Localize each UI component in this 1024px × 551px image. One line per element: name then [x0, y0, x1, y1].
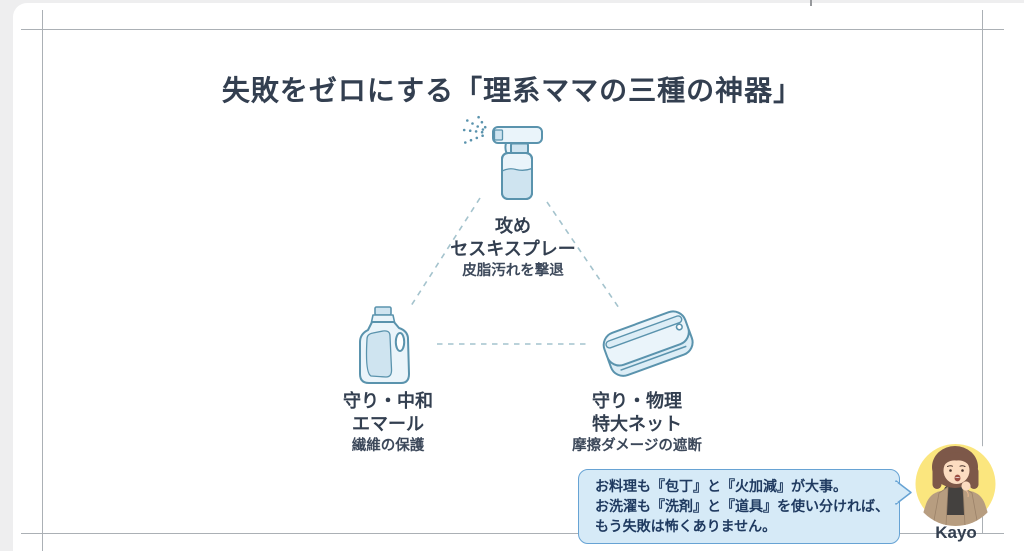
persona-name: Kayo — [935, 523, 977, 542]
spray-label-group: 攻め セスキスプレー 皮脂汚れを撃退 — [450, 215, 575, 282]
speech-line: お料理も『包丁』と『火加減』が大事。 — [595, 478, 847, 494]
persona-avatar — [911, 437, 1000, 526]
frame-border-right — [982, 10, 983, 533]
speech-line: もう失敗は怖くありません。 — [595, 518, 777, 534]
cursor-artifact — [810, 0, 812, 6]
speech-line: お洗濯も『洗剤』と『道具』を使い分ければ、 — [595, 498, 889, 514]
detergent-bottle-icon — [359, 306, 410, 384]
net-desc: 摩擦ダメージの遮断 — [572, 438, 702, 454]
spray-name: セスキスプレー — [450, 239, 576, 259]
detergent-label-group: 守り・中和 エマール 繊維の保護 — [343, 390, 433, 457]
spray-desc: 皮脂汚れを撃退 — [462, 263, 564, 279]
page-title: 失敗をゼロにする「理系ママの三種の神器」 — [221, 74, 803, 106]
speech-bubble-tail — [895, 480, 912, 505]
spray-bottle-icon — [462, 115, 543, 200]
net-role: 守り・物理 — [592, 391, 682, 411]
frame-border-bottom — [21, 533, 1004, 534]
page-background — [13, 3, 1024, 551]
laundry-net-icon — [602, 310, 694, 377]
frame-border-left — [42, 10, 43, 551]
detergent-name: エマール — [352, 414, 424, 434]
net-name: 特大ネット — [592, 414, 682, 434]
net-label-group: 守り・物理 特大ネット 摩擦ダメージの遮断 — [572, 390, 702, 457]
spray-role: 攻め — [495, 216, 531, 236]
detergent-role: 守り・中和 — [343, 391, 433, 411]
speech-bubble: お料理も『包丁』と『火加減』が大事。 お洗濯も『洗剤』と『道具』を使い分ければ、… — [578, 469, 912, 544]
frame-border-top — [21, 29, 1004, 30]
detergent-desc: 繊維の保護 — [351, 438, 425, 454]
